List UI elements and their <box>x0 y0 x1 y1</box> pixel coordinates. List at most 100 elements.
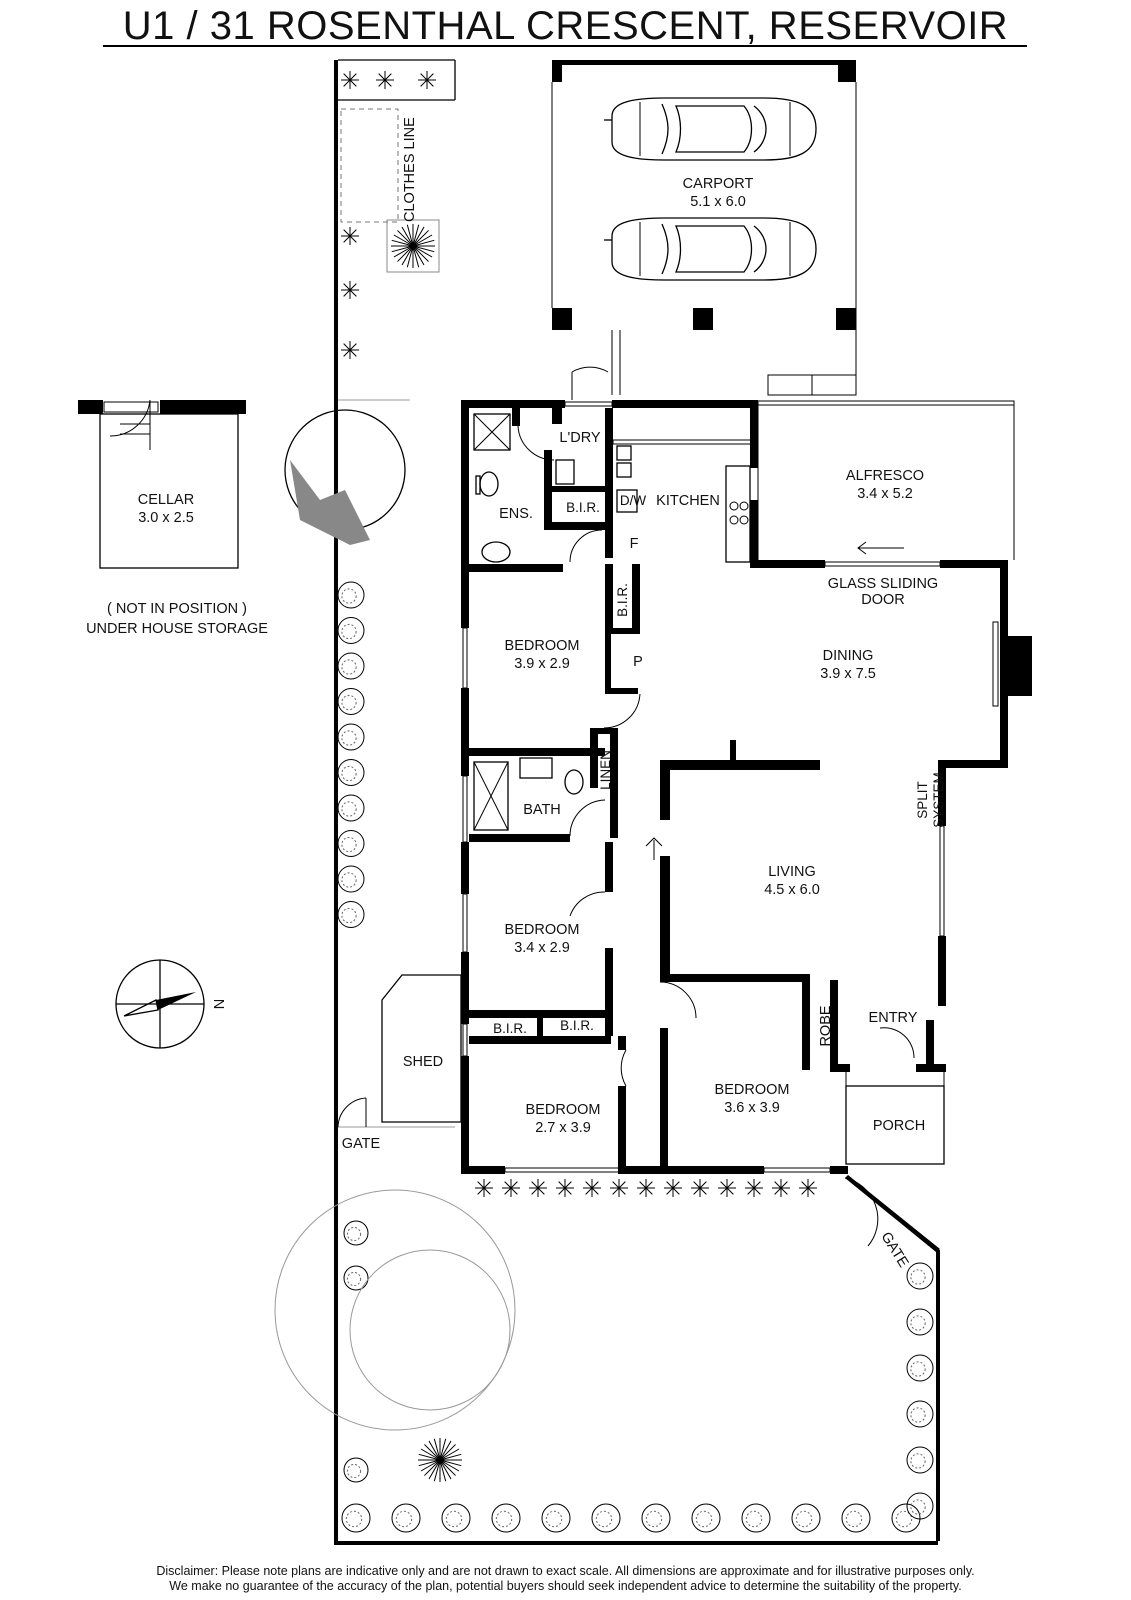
star-plant-icon <box>341 341 359 359</box>
shrub-icon <box>906 1492 934 1520</box>
split-system-label: SYSTEM <box>931 772 946 828</box>
kitchen-label: KITCHEN <box>656 493 720 509</box>
small-plant-icon <box>637 1179 655 1197</box>
robe-label: ROBE <box>818 1005 834 1046</box>
star-plant-icon <box>376 71 394 89</box>
shrub-icon <box>337 652 365 680</box>
star-plant-icon <box>341 281 359 299</box>
cellar-note: ( NOT IN POSITION ) <box>107 601 247 617</box>
shrub-icon <box>491 1503 521 1533</box>
alfresco-frame <box>757 401 1015 560</box>
shrub-icon <box>906 1400 934 1428</box>
shrub-icon <box>343 1265 369 1291</box>
shrub-icon <box>906 1354 934 1382</box>
split-system-label: SPLIT <box>915 781 930 819</box>
car-icon <box>604 217 817 281</box>
shrub-icon <box>441 1503 471 1533</box>
dishwasher-label: D/W <box>620 493 647 508</box>
shrub-icon <box>541 1503 571 1533</box>
carport-size: 5.1 x 6.0 <box>690 194 746 210</box>
shrub-icon <box>337 830 365 857</box>
living-size: 4.5 x 6.0 <box>764 882 820 898</box>
small-plant-icon <box>475 1179 493 1197</box>
bedroom-label: BEDROOM <box>505 922 580 938</box>
disclaimer-line: We make no guarantee of the accuracy of … <box>169 1579 962 1593</box>
bedroom-label: BEDROOM <box>505 638 580 654</box>
small-plant-icon <box>583 1179 601 1197</box>
gate-label: GATE <box>342 1136 381 1152</box>
shrub-icons <box>337 581 934 1533</box>
disclaimer-line: Disclaimer: Please note plans are indica… <box>156 1564 975 1578</box>
entry-label: ENTRY <box>869 1010 918 1026</box>
star-plant-icon <box>386 219 440 273</box>
shrub-icon <box>337 581 365 609</box>
gate-label: GATE <box>877 1229 911 1270</box>
star-plant-icon <box>418 1438 462 1482</box>
bedroom-size: 2.7 x 3.9 <box>535 1120 591 1136</box>
glass-sliding-door-label: DOOR <box>861 592 905 608</box>
alfresco-size: 3.4 x 5.2 <box>857 486 913 502</box>
shed-outline <box>381 974 462 1123</box>
small-plant-icon <box>502 1179 520 1197</box>
title-underline <box>103 45 1027 47</box>
shrub-icon <box>337 759 365 786</box>
shrub-icon <box>691 1503 721 1533</box>
porch-outline <box>845 1072 945 1165</box>
ensuite-label: ENS. <box>499 506 533 522</box>
shrub-icon <box>343 1220 369 1246</box>
shrub-icon <box>337 794 365 822</box>
small-plant-icon <box>664 1179 682 1197</box>
car-icon <box>604 97 817 161</box>
shrub-icon <box>337 617 365 644</box>
star-plant-icon <box>418 71 436 89</box>
alfresco-label: ALFRESCO <box>846 468 924 484</box>
house-walls <box>461 400 1032 1174</box>
compass-icon <box>115 959 205 1049</box>
star-plant-icon <box>341 71 359 89</box>
pantry-label: P <box>633 654 643 670</box>
room-labels: CARPORT 5.1 x 6.0 CLOTHES LINE L'DRY KIT… <box>86 117 946 1271</box>
shrub-icon <box>337 865 365 893</box>
bedroom-size: 3.4 x 2.9 <box>514 940 570 956</box>
shrub-icon <box>906 1262 934 1290</box>
hallway-arrow-icon <box>645 837 663 860</box>
small-plant-icon <box>772 1179 790 1197</box>
living-label: LIVING <box>768 864 816 880</box>
shrub-icon <box>841 1503 871 1533</box>
floor-plan: CARPORT 5.1 x 6.0 CLOTHES LINE L'DRY KIT… <box>78 59 1032 1545</box>
laundry-label: L'DRY <box>559 430 601 446</box>
shrub-icon <box>337 901 365 928</box>
carport <box>551 60 857 396</box>
small-plant-icon <box>799 1179 817 1197</box>
small-plant-icon <box>718 1179 736 1197</box>
tree-icon <box>274 1189 516 1431</box>
dining-label: DINING <box>823 648 874 664</box>
cellar-label: CELLAR <box>138 492 194 508</box>
bathroom-fittings <box>473 413 584 831</box>
property-boundary <box>334 59 940 1545</box>
disclaimer: Disclaimer: Please note plans are indica… <box>0 1564 1131 1594</box>
bir-label: B.I.R. <box>493 1021 527 1036</box>
shrub-icon <box>906 1308 934 1336</box>
shrub-icon <box>591 1503 621 1533</box>
bir-label: B.I.R. <box>566 500 600 515</box>
cellar-size: 3.0 x 2.5 <box>138 510 194 526</box>
star-plant-icon <box>341 227 359 245</box>
small-plant-icon <box>610 1179 628 1197</box>
shrub-icon <box>906 1446 934 1474</box>
cellar-note: UNDER HOUSE STORAGE <box>86 621 268 637</box>
small-plant-icon <box>556 1179 574 1197</box>
shrub-icon <box>341 1503 371 1533</box>
star-plant-icon <box>341 71 462 1482</box>
clothes-line-area <box>340 108 399 223</box>
shrub-icon <box>791 1503 821 1533</box>
clothes-line-label: CLOTHES LINE <box>402 117 418 222</box>
sliding-door-arrow-icon <box>857 541 904 555</box>
dining-size: 3.9 x 7.5 <box>820 666 876 682</box>
shrub-icon <box>641 1503 671 1533</box>
plan-title: U1 / 31 ROSENTHAL CRESCENT, RESERVOIR <box>122 4 1009 48</box>
small-plant-icon <box>529 1179 547 1197</box>
bath-label: BATH <box>523 802 561 818</box>
bir-label: B.I.R. <box>560 1018 594 1033</box>
glass-sliding-door-label: GLASS SLIDING <box>828 576 938 592</box>
